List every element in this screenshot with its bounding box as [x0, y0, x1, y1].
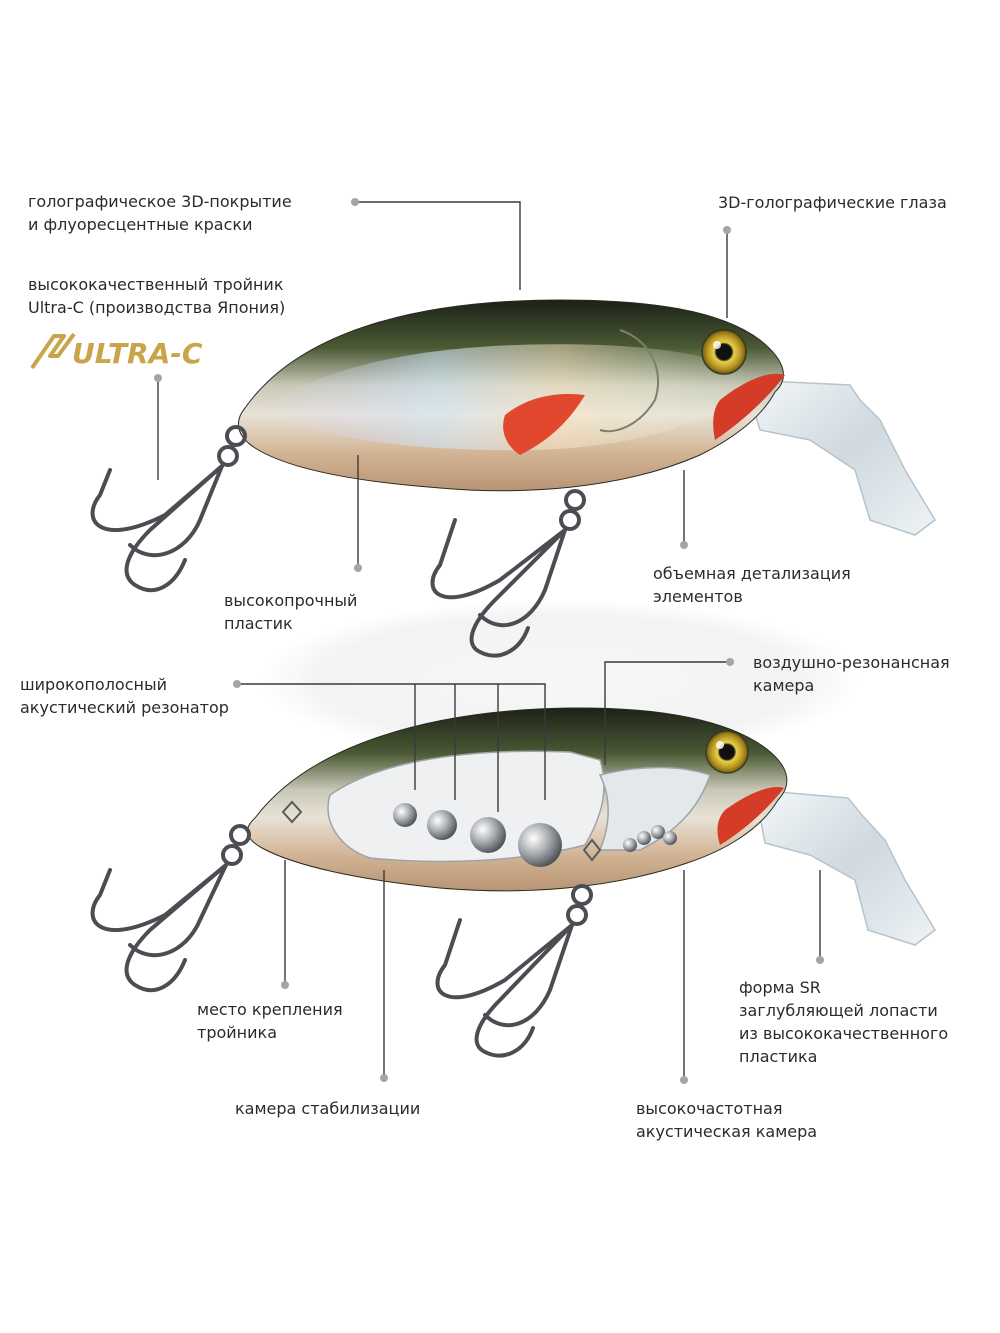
- top-lure-fin: [503, 394, 585, 455]
- stabilization-marker: [582, 838, 602, 862]
- leader-dot: [726, 658, 734, 666]
- label-hook-mount: место крепления тройника: [197, 998, 343, 1044]
- label-treble-hook: высококачественный тройник Ultra-C (прои…: [28, 273, 285, 319]
- leader-dot: [351, 198, 359, 206]
- leader-dot: [154, 374, 162, 382]
- hf-chamber-ball: [637, 831, 651, 845]
- bottom-lure-gill: [717, 786, 784, 845]
- label-line: камера стабилизации: [235, 1099, 421, 1118]
- leader-dot: [816, 956, 824, 964]
- label-line: заглубляющей лопасти: [739, 1001, 938, 1020]
- leader-dot: [233, 680, 241, 688]
- leader-dot: [281, 981, 289, 989]
- leader-lines: [157, 201, 821, 1080]
- label-line: объемная детализация: [653, 564, 851, 583]
- top-lure-gill: [713, 373, 785, 440]
- top-lure-holographic-scales: [260, 344, 760, 451]
- ultra-c-logo-text: ULTRA-C: [72, 337, 203, 370]
- top-lure-eye-highlight: [713, 341, 721, 349]
- resonator-ball: [393, 803, 417, 827]
- top-lure-gill-plate: [599, 329, 660, 433]
- resonator-ball: [427, 810, 457, 840]
- label-line: пластик: [224, 614, 293, 633]
- top-lure-rear-hook: [90, 425, 247, 592]
- label-line: форма SR: [739, 978, 821, 997]
- label-line: тройника: [197, 1023, 277, 1042]
- label-plastic: высокопрочный пластик: [224, 589, 357, 635]
- leader-dot: [354, 564, 362, 572]
- bottom-lure-eye-highlight: [716, 741, 724, 749]
- bottom-lure-rear-hook: [90, 824, 251, 992]
- bottom-lure-eye: [705, 730, 749, 774]
- top-lure-eye: [701, 329, 747, 375]
- leader-air-chamber: [604, 661, 730, 765]
- leader-dots: [154, 198, 824, 1084]
- label-air-chamber: воздушно-резонансная камера: [753, 651, 950, 697]
- label-line: пластика: [739, 1047, 818, 1066]
- label-line: акустический резонатор: [20, 698, 229, 717]
- label-line: воздушно-резонансная: [753, 653, 950, 672]
- background-halo: [260, 600, 860, 760]
- label-broadband-resonator: широкополосный акустический резонатор: [20, 673, 229, 719]
- label-line: голографическое 3D-покрытие: [28, 192, 292, 211]
- bottom-lure-lip: [754, 789, 936, 946]
- hf-chamber-ball: [663, 831, 677, 845]
- resonator-ball: [470, 817, 506, 853]
- bottom-lure: [90, 707, 936, 1058]
- leader-dot: [723, 226, 731, 234]
- label-eyes: 3D-голографические глаза: [718, 191, 947, 214]
- leader-resonator: [237, 683, 546, 800]
- label-lip-shape: форма SR заглубляющей лопасти из высокок…: [739, 976, 948, 1068]
- label-line: высокочастотная: [636, 1099, 783, 1118]
- label-line: высококачественный тройник: [28, 275, 284, 294]
- hook-mount-marker: [281, 800, 303, 824]
- label-line: Ultra-C (производства Япония): [28, 298, 286, 317]
- label-line: 3D-голографические глаза: [718, 193, 947, 212]
- label-line: высокопрочный: [224, 591, 358, 610]
- leader-holographic: [355, 201, 521, 290]
- label-line: место крепления: [197, 1000, 343, 1019]
- leader-dot: [680, 541, 688, 549]
- label-line: и флуоресцентные краски: [28, 215, 253, 234]
- resonator-ball: [518, 823, 562, 867]
- label-line: камера: [753, 676, 815, 695]
- label-detailing: объемная детализация элементов: [653, 562, 851, 608]
- label-stabilization-chamber: камера стабилизации: [235, 1097, 420, 1120]
- leader-dot: [680, 1076, 688, 1084]
- bottom-lure-front-hook: [435, 884, 593, 1058]
- ultra-c-logo: ULTRA-C: [30, 332, 203, 370]
- hf-chamber-ball: [651, 825, 665, 839]
- label-line: из высококачественного: [739, 1024, 949, 1043]
- hf-chamber-ball: [623, 838, 637, 852]
- top-lure-front-hook: [430, 489, 586, 658]
- label-line: элементов: [653, 587, 743, 606]
- label-line: широкополосный: [20, 675, 167, 694]
- top-lure: [90, 299, 936, 658]
- label-line: акустическая камера: [636, 1122, 818, 1141]
- label-holographic-coating: голографическое 3D-покрытие и флуоресцен…: [28, 190, 292, 236]
- bottom-lure-air-chamber: [598, 766, 711, 851]
- label-hf-chamber: высокочастотная акустическая камера: [636, 1097, 817, 1143]
- leader-dot: [380, 1074, 388, 1082]
- ultra-c-logo-mark: [30, 332, 76, 370]
- top-lure-lip: [743, 379, 936, 536]
